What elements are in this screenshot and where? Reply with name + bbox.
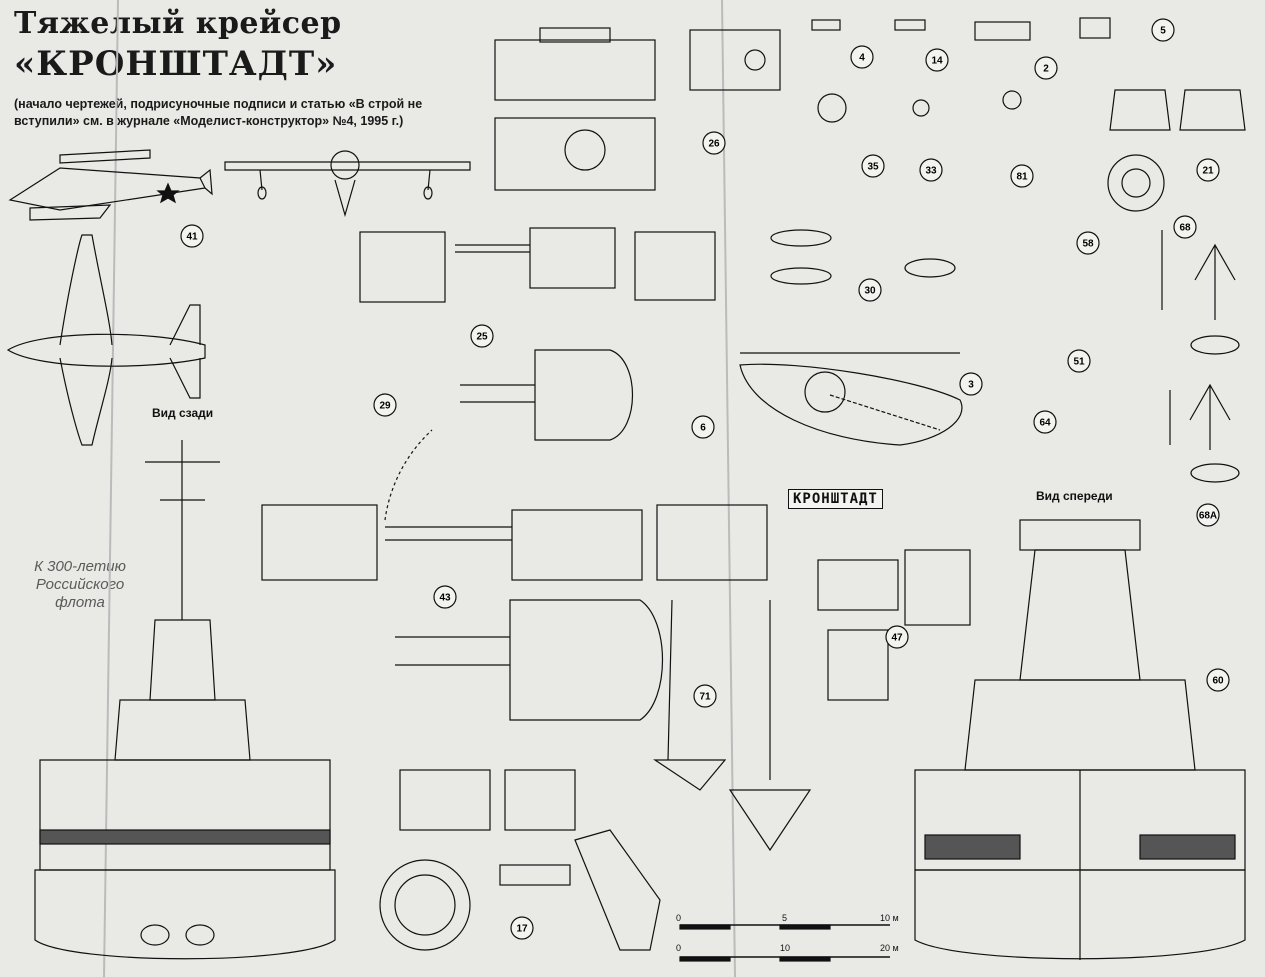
callout-25: 25	[470, 324, 494, 348]
ship-rear-view	[34, 440, 336, 960]
callout-17: 17	[510, 916, 534, 940]
callout-number: 29	[379, 401, 391, 412]
callout-35: 35	[861, 154, 885, 178]
ship-name-plate: КРОНШТАДТ	[788, 489, 883, 509]
callout-number: 25	[476, 332, 488, 343]
callout-5: 5	[1151, 18, 1175, 42]
scale-top-tick-10: 10 м	[880, 913, 899, 923]
scale-bottom-tick-20: 20 м	[880, 943, 899, 953]
callout-number: 30	[864, 286, 876, 297]
callout-number: 33	[925, 166, 937, 177]
ship-front-view	[914, 519, 1246, 960]
callout-number: 47	[891, 633, 903, 644]
turret-views-17	[379, 769, 661, 951]
callout-81: 81	[1010, 164, 1034, 188]
callout-number: 2	[1043, 64, 1049, 75]
callout-number: 71	[699, 692, 711, 703]
callout-30: 30	[858, 278, 882, 302]
seaplane-top-view	[6, 234, 206, 446]
callout-47: 47	[885, 625, 909, 649]
callout-number: 81	[1016, 172, 1028, 183]
boat-davits-71	[653, 599, 812, 852]
scale-top-tick-0: 0	[676, 913, 682, 923]
callout-68A: 68A	[1196, 503, 1220, 527]
callout-number: 14	[931, 56, 943, 67]
callout-21: 21	[1196, 158, 1220, 182]
callout-number: 58	[1082, 239, 1094, 250]
paper-fold-line	[721, 0, 736, 977]
scale-bars	[679, 924, 890, 962]
callout-60: 60	[1206, 668, 1230, 692]
callout-71: 71	[693, 684, 717, 708]
callout-number: 60	[1212, 676, 1224, 687]
callout-3: 3	[959, 372, 983, 396]
callout-58: 58	[1076, 231, 1100, 255]
main-turret-43	[261, 429, 768, 721]
callout-64: 64	[1033, 410, 1057, 434]
callout-number: 26	[708, 139, 720, 150]
front-view-label: Вид спереди	[1036, 489, 1113, 503]
title-line-2: «КРОНШТАДТ»	[14, 44, 338, 84]
callout-33: 33	[919, 158, 943, 182]
anchor-chain-deck-3	[739, 352, 963, 446]
callout-number: 68A	[1199, 511, 1217, 522]
callout-number: 3	[968, 380, 974, 391]
callout-number: 21	[1202, 166, 1214, 177]
callout-number: 43	[439, 593, 451, 604]
callout-2: 2	[1034, 56, 1058, 80]
title-line-1: Тяжелый крейсер	[14, 6, 342, 41]
callout-43: 43	[433, 585, 457, 609]
callout-68: 68	[1173, 215, 1197, 239]
rear-view-label: Вид сзади	[152, 406, 214, 420]
callout-6: 6	[691, 415, 715, 439]
jubilee-caption: К 300-летию Российского флота	[34, 558, 126, 611]
callout-51: 51	[1067, 349, 1091, 373]
scale-bottom-tick-10: 10	[780, 943, 791, 953]
callout-number: 68	[1179, 223, 1191, 234]
callout-number: 41	[186, 232, 198, 243]
red-star-emblem	[156, 182, 180, 204]
callout-4: 4	[850, 45, 874, 69]
callout-14: 14	[925, 48, 949, 72]
callout-number: 17	[516, 924, 528, 935]
callout-number: 35	[867, 162, 879, 173]
seaplane-front-view	[224, 150, 471, 218]
callout-number: 4	[859, 53, 865, 64]
anchors	[1161, 230, 1240, 483]
callout-number: 51	[1073, 357, 1085, 368]
callout-26: 26	[702, 131, 726, 155]
callout-number: 5	[1160, 26, 1166, 37]
turret-views-26	[494, 27, 781, 191]
callout-number: 64	[1039, 418, 1051, 429]
callout-41: 41	[180, 224, 204, 248]
turret-views-47	[817, 549, 971, 701]
scale-bottom-tick-0: 0	[676, 943, 682, 953]
paper-fold-line	[103, 0, 119, 977]
scale-top-tick-5: 5	[782, 913, 788, 923]
callout-29: 29	[373, 393, 397, 417]
turret-views-25	[359, 227, 716, 441]
deck-fittings	[770, 17, 1246, 285]
seaplane-side-view	[8, 149, 213, 221]
callout-number: 6	[700, 423, 706, 434]
